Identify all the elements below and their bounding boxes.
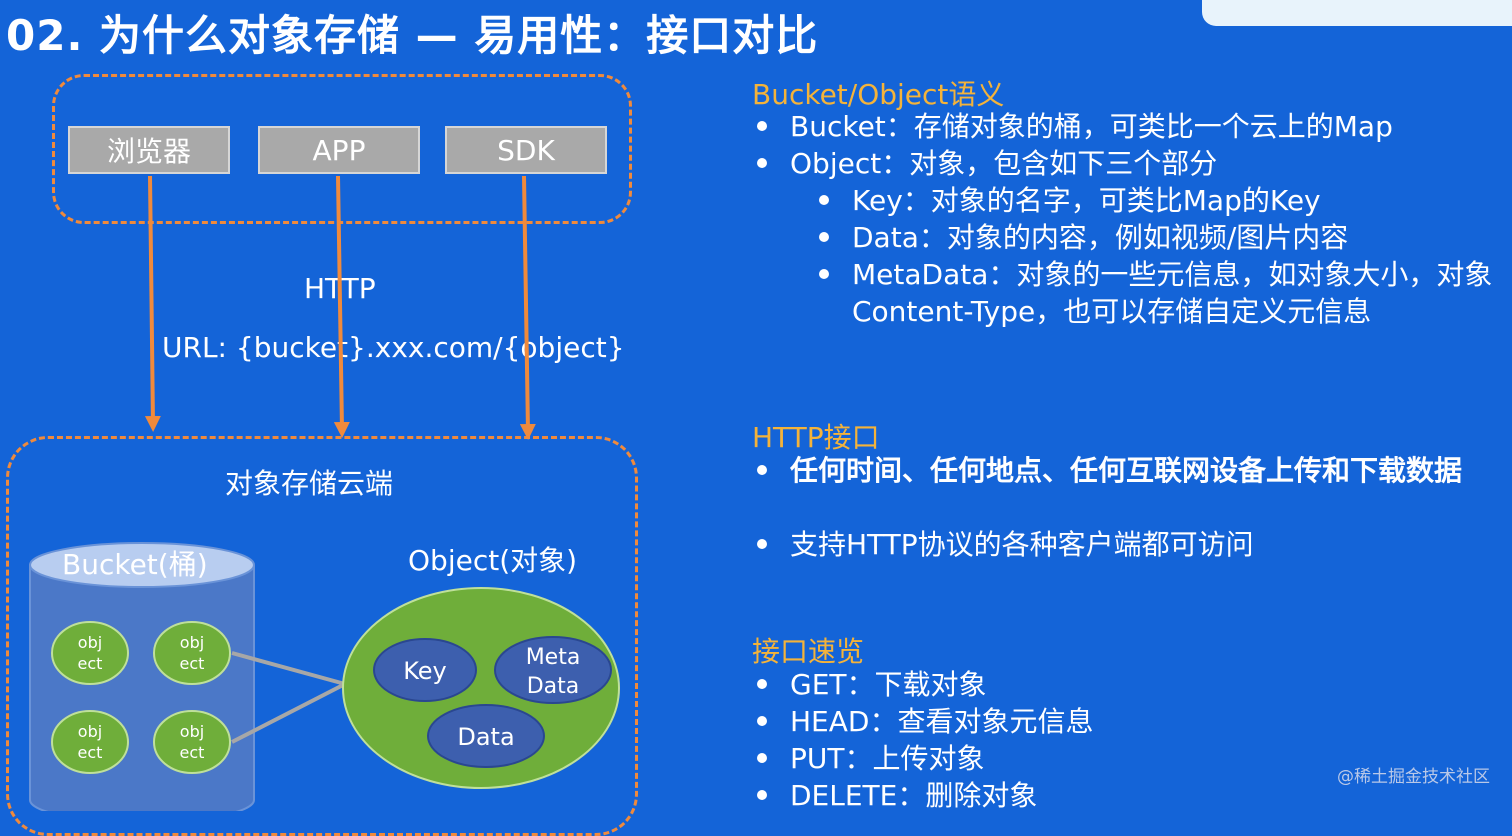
list-item: GET：下载对象: [757, 666, 1350, 703]
cloud-label: 对象存储云端: [225, 467, 394, 500]
url-label: URL: {bucket}.xxx.com/{object}: [162, 331, 625, 364]
object-part-data: Data: [427, 704, 545, 768]
http-section-title: HTTP接口: [752, 421, 880, 454]
svg-text:ect: ect: [78, 743, 103, 762]
list-item: HEAD：查看对象元信息: [757, 703, 1350, 740]
svg-text:Key: Key: [403, 657, 447, 685]
watermark: @稀土掘金技术社区: [1337, 767, 1490, 787]
client-browser-box: 浏览器: [68, 126, 230, 174]
arrow-app-to-cloud: [333, 175, 350, 438]
client-app-box: APP: [258, 126, 420, 174]
svg-text:ect: ect: [180, 654, 205, 673]
list-item: MetaData：对象的一些元信息，如对象大小，对象Content-Type，也…: [819, 256, 1512, 330]
semantics-section-title: Bucket/Object语义: [752, 78, 1005, 111]
list-item: Key：对象的名字，可类比Map的Key: [819, 182, 1512, 219]
connector-top: [231, 651, 346, 686]
semantics-sub-list: Key：对象的名字，可类比Map的Key Data：对象的内容，例如视频/图片内…: [819, 182, 1512, 330]
bucket-object-3: obj ect: [51, 710, 129, 774]
semantics-list: Bucket：存储对象的桶，可类比一个云上的Map Object：对象，包含如下…: [757, 108, 1490, 182]
arrow-browser-to-cloud: [144, 175, 161, 432]
arrow-sdk-to-cloud: [519, 175, 536, 440]
object-label: Object(对象): [408, 544, 577, 577]
object-part-key: Key: [373, 638, 477, 702]
list-item: PUT：上传对象: [757, 740, 1350, 777]
http-list: 支持HTTP协议的各种客户端都可访问: [757, 526, 1502, 563]
svg-text:ect: ect: [180, 743, 205, 762]
list-item: Data：对象的内容，例如视频/图片内容: [819, 219, 1512, 256]
svg-text:Meta: Meta: [526, 645, 581, 670]
svg-text:Data: Data: [527, 674, 580, 699]
svg-text:obj: obj: [180, 633, 204, 652]
clients-group-box: [52, 74, 632, 224]
list-item: Object：对象，包含如下三个部分: [757, 145, 1490, 182]
storage-diagram: Bucket(桶) obj ect obj ect obj ect obj ec…: [29, 175, 620, 811]
list-item: 支持HTTP协议的各种客户端都可访问: [757, 526, 1502, 563]
list-item: 任何时间、任何地点、任何互联网设备上传和下载数据: [757, 452, 1502, 489]
corner-card: [1202, 0, 1512, 26]
overview-section-title: 接口速览: [752, 635, 865, 668]
bucket-object-2: obj ect: [153, 621, 231, 685]
svg-text:obj: obj: [78, 633, 102, 652]
list-item: DELETE：删除对象: [757, 777, 1350, 814]
bucket-object-1: obj ect: [51, 621, 129, 685]
svg-text:obj: obj: [78, 722, 102, 741]
object-part-metadata: Meta Data: [494, 636, 612, 704]
overview-list: GET：下载对象 HEAD：查看对象元信息 PUT：上传对象 DELETE：删除…: [757, 666, 1350, 814]
svg-text:ect: ect: [78, 654, 103, 673]
bucket-object-4: obj ect: [153, 710, 231, 774]
http-bold-list: 任何时间、任何地点、任何互联网设备上传和下载数据: [757, 452, 1502, 489]
bucket-cylinder: [29, 542, 255, 811]
list-item: Bucket：存储对象的桶，可类比一个云上的Map: [757, 108, 1490, 145]
connector-bottom: [231, 682, 346, 744]
bucket-label: Bucket(桶): [62, 548, 208, 581]
svg-text:Data: Data: [457, 723, 514, 751]
svg-text:obj: obj: [180, 722, 204, 741]
page-title: 02. 为什么对象存储 — 易用性：接口对比: [6, 11, 819, 60]
client-sdk-box: SDK: [445, 126, 607, 174]
